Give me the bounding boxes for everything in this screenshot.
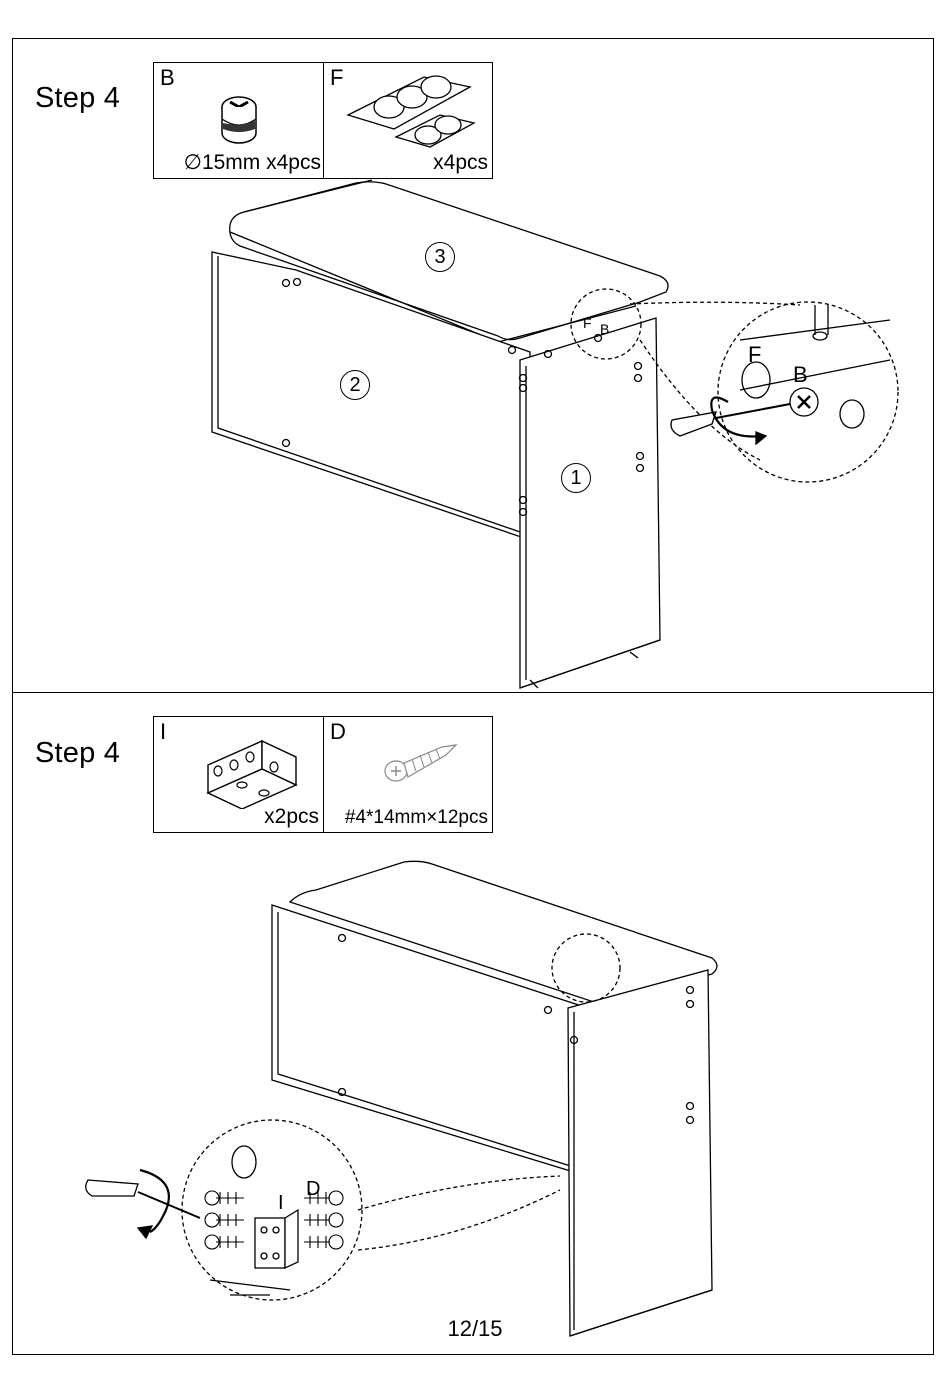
label-b-zoom: B (793, 362, 808, 387)
part-letter-b: B (160, 65, 175, 90)
callout-panel-3: 3 (425, 242, 455, 272)
part-letter-f: F (330, 65, 344, 90)
part-qty-d: #4*14mm×12pcs (344, 807, 488, 828)
part-qty-f: x4pcs (433, 151, 488, 174)
cam-lock-icon (221, 96, 257, 144)
callout-panel-1: 1 (561, 463, 591, 493)
screwdriver-top (670, 411, 717, 437)
part-b-cell: B ∅15mm x4pcs (154, 63, 323, 178)
screwdriver-bottom (85, 1179, 139, 1197)
parts-box-top: B ∅15mm x4pcs F x4pcs (153, 62, 493, 179)
step-title-bottom: Step 4 (35, 737, 121, 769)
angle-bracket-icon (206, 739, 298, 809)
part-qty-b: ∅15mm x4pcs (184, 150, 321, 175)
adhesive-pads-icon (346, 75, 476, 148)
step-title-top: Step 4 (35, 82, 121, 114)
label-f-zoom: F (748, 342, 762, 367)
callout-panel-2: 2 (340, 370, 370, 400)
part-d-cell: D #4*14mm×12pcs (323, 717, 492, 832)
top-panel-bottom (288, 860, 718, 1005)
screw-icon (384, 744, 458, 782)
part-letter-d: D (330, 719, 346, 744)
part-qty-i: x2pcs (264, 805, 319, 828)
diameter-symbol: ∅ (183, 151, 202, 174)
callout-panel-2-text: 2 (349, 374, 361, 396)
label-f-small: F (583, 315, 592, 331)
label-i-zoom: I (278, 1192, 284, 1214)
side-panel-bottom (567, 969, 713, 1337)
detail-zoom-circle-bottom (181, 1119, 363, 1301)
label-d-zoom: D (306, 1178, 321, 1200)
part-f-cell: F x4pcs (323, 63, 492, 178)
part-qty-b-text: 15mm x4pcs (201, 151, 321, 174)
page-frame (12, 38, 934, 1355)
side-panel-1 (519, 317, 661, 689)
part-i-cell: I x2pcs (154, 717, 323, 832)
label-b-small: B (600, 321, 610, 337)
page-number: 12/15 (447, 1316, 503, 1341)
callout-panel-3-text: 3 (434, 246, 446, 268)
callout-panel-1-text: 1 (570, 467, 582, 489)
parts-box-bottom: I x2pcs D #4*14mm×12pcs (153, 716, 493, 833)
section-divider (12, 692, 934, 693)
part-letter-i: I (160, 719, 167, 744)
